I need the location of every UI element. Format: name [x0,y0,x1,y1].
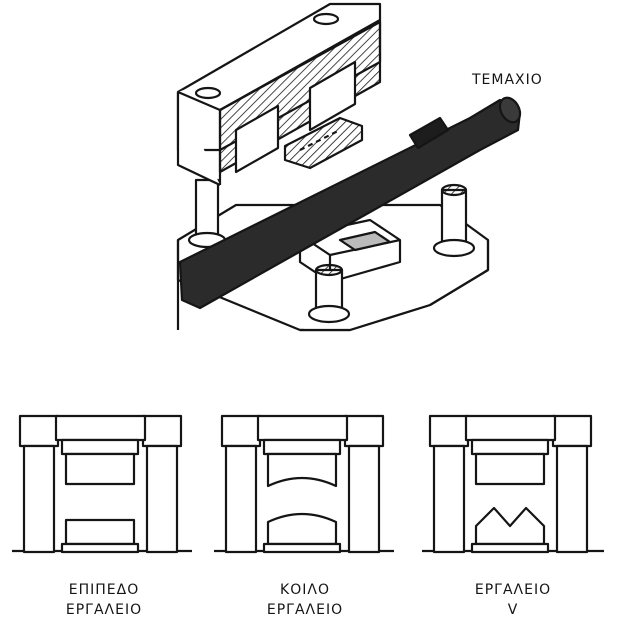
guide-post-rear-left [187,178,227,249]
v-tool-diagram [422,414,604,554]
concave-tool-caption: ΚΟΙΛΟ ΕΡΓΑΛΕΙΟ [240,580,370,620]
concave-tool-diagram [214,414,394,554]
upper-punch-holder [176,2,382,186]
flat-tool-caption: ΕΠΙΠΕΔΟ ΕΡΓΑΛΕΙΟ [39,580,169,620]
flat-tool-caption-line2: ΕΡΓΑΛΕΙΟ [65,602,143,618]
v-tool-caption: ΕΡΓΑΛΕΙΟ V [448,580,578,620]
concave-tool-caption-line2: ΕΡΓΑΛΕΙΟ [266,602,344,618]
flat-tool-caption-line1: ΕΠΙΠΕΔΟ [68,582,140,598]
workpiece-rod [178,96,522,310]
flat-tool-diagram [12,414,192,554]
concave-tool-caption-line1: ΚΟΙΛΟ [280,582,330,598]
v-tool-caption-line2: V [507,602,519,618]
press-die-set-illustration [176,2,522,332]
workpiece-label: ΤΕΜΑΧΙΟ [471,72,543,88]
guide-post-front-right [432,183,476,258]
guide-post-front-left [307,263,351,324]
v-tool-caption-line1: ΕΡΓΑΛΕΙΟ [474,582,552,598]
